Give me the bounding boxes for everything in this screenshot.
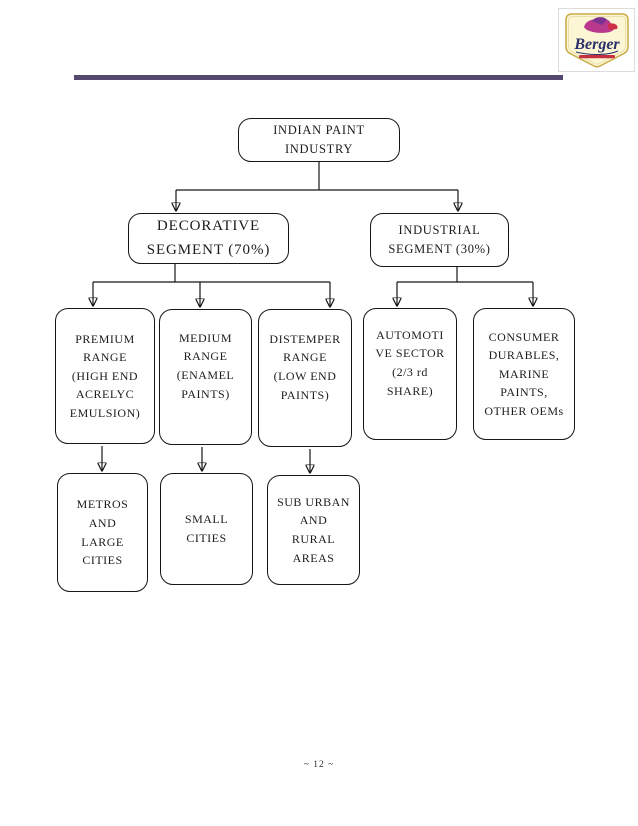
berger-logo: Berger (558, 8, 635, 72)
node-indian-paint-industry: INDIAN PAINT INDUSTRY (238, 118, 400, 162)
node-decorative-segment: DECORATIVE SEGMENT (70%) (128, 213, 289, 264)
node-automotive-sector: AUTOMOTI VE SECTOR (2/3 rd SHARE) (363, 308, 457, 440)
node-suburban-rural-areas: SUB URBAN AND RURAL AREAS (267, 475, 360, 585)
header-rule (74, 75, 563, 80)
node-small-cities: SMALL CITIES (160, 473, 253, 585)
node-distemper-range: DISTEMPER RANGE (LOW END PAINTS) (258, 309, 352, 447)
logo-brand-text: Berger (573, 36, 620, 53)
node-metros-large-cities: METROS AND LARGE CITIES (57, 473, 148, 592)
node-premium-range: PREMIUM RANGE (HIGH END ACRELYC EMULSION… (55, 308, 155, 444)
berger-shield-icon: Berger (564, 13, 629, 68)
page-number: ~ 12 ~ (303, 760, 335, 770)
node-medium-range: MEDIUM RANGE (ENAMEL PAINTS) (159, 309, 252, 445)
node-industrial-segment: INDUSTRIAL SEGMENT (30%) (370, 213, 509, 267)
node-consumer-durables: CONSUMER DURABLES, MARINE PAINTS, OTHER … (473, 308, 575, 440)
